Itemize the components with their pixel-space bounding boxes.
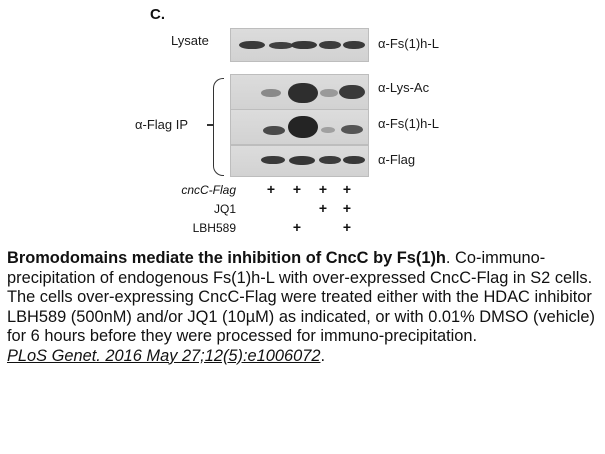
condition-mark: + [292,219,302,235]
blot-band [288,83,318,103]
caption-body: Co-immuno-precipitation of endogenous Fs… [7,249,595,345]
blot-band [319,41,341,49]
condition-mark: + [318,181,328,197]
blot-band [321,127,335,133]
antibody-label-lysate: α-Fs(1)h-L [378,36,439,51]
lys-ac-blot [230,74,369,110]
condition-label-cncc: cncC-Flag [181,183,236,197]
lysate-label: Lysate [171,33,209,48]
condition-label-lbh589: LBH589 [192,221,236,235]
caption-title-end: . [445,249,451,267]
blot-band [289,156,315,165]
blot-band [320,89,338,97]
blot-band [343,156,365,164]
condition-mark: + [342,181,352,197]
blot-band [263,126,285,135]
antibody-label-fs1h: α-Fs(1)h-L [378,116,439,131]
blot-band [291,41,317,49]
ip-brace [213,78,224,176]
figure-caption: Bromodomains mediate the inhibition of C… [7,249,602,366]
fs1h-ip-blot [230,109,369,145]
flag-blot [230,145,369,177]
citation-end: . [320,346,326,365]
condition-mark: + [342,219,352,235]
blot-band [288,116,318,138]
condition-label-jq1: JQ1 [213,202,236,216]
blot-band [319,156,341,164]
condition-mark: + [292,181,302,197]
antibody-label-flag: α-Flag [378,152,416,167]
citation-link[interactable]: PLoS Genet. 2016 May 27;12(5):e1006072 [7,346,321,365]
caption-title: Bromodomains mediate the inhibition of C… [7,249,446,267]
blot-band [269,42,293,49]
blot-band [341,125,363,134]
blot-band [239,41,265,49]
antibody-label-lys-ac: α-Lys-Ac [378,80,430,95]
blot-band [261,89,281,97]
blot-band [343,41,365,49]
condition-mark: + [342,200,352,216]
condition-mark: + [266,181,276,197]
ip-brace-tip [207,124,214,126]
ip-label: α-Flag IP [135,117,189,132]
panel-letter: C. [150,6,165,23]
blot-band [339,85,365,99]
condition-mark: + [318,200,328,216]
lysate-blot [230,28,369,62]
blot-band [261,156,285,164]
